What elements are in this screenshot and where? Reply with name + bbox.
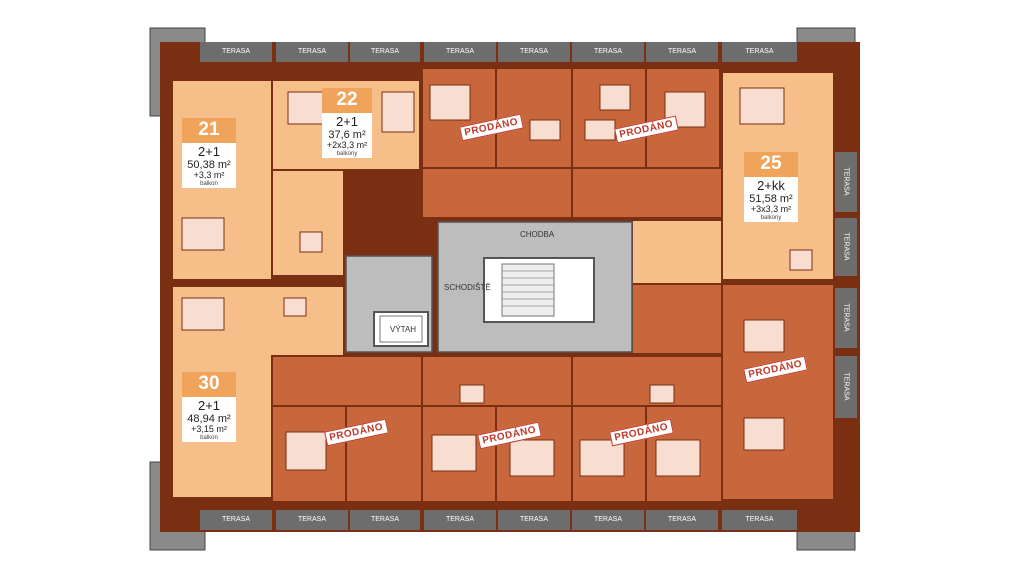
terrace-label: TERASA: [445, 48, 474, 55]
apartment-number: 22: [322, 88, 372, 113]
terrace-label: TERASA: [519, 516, 548, 523]
terrace-label: TERASA: [667, 516, 696, 523]
apartment-card-21[interactable]: 21 2+1 50,38 m² +3,3 m² balkon: [182, 118, 236, 188]
bottom-terraces: [200, 510, 797, 530]
terrace-label: TERASA: [370, 48, 399, 55]
apartment-balcony: +3,3 m²: [193, 170, 225, 181]
sold-units: [271, 67, 835, 503]
stairs-label: SCHODIŠTĚ: [444, 283, 491, 292]
apartment-balcony: +3,15 m²: [191, 424, 227, 435]
apartment-card-22[interactable]: 22 2+1 37,6 m² +2x3,3 m² balkony: [322, 88, 372, 158]
apartment-area: 48,94 m²: [187, 413, 231, 426]
apartment-balcony-label: balkon: [200, 435, 218, 442]
apartment-area: 50,38 m²: [187, 159, 231, 172]
terrace-label: TERASA: [297, 516, 326, 523]
apartment-balcony: +3x3,3 m²: [750, 204, 792, 215]
elevator-label: VÝTAH: [390, 325, 417, 334]
apartment-type: 2+1: [335, 113, 359, 129]
corridor-label: CHODBA: [520, 230, 555, 239]
apartment-card-30[interactable]: 30 2+1 48,94 m² +3,15 m² balkon: [182, 372, 236, 442]
apartment-balcony: +2x3,3 m²: [326, 140, 368, 151]
apartment-number: 25: [744, 152, 798, 177]
apartment-type: 2+kk: [757, 177, 785, 193]
terrace-label: TERASA: [519, 48, 548, 55]
apartment-balcony-label: balkon: [200, 181, 218, 188]
apartment-type: 2+1: [197, 143, 221, 159]
furniture: [181, 84, 813, 477]
terrace-label: TERASA: [667, 48, 696, 55]
terrace-label: TERASA: [842, 167, 850, 196]
apartment-number: 30: [182, 372, 236, 397]
apartment-balcony-label: balkony: [760, 215, 782, 222]
terrace-label: TERASA: [445, 516, 474, 523]
apartment-area: 51,58 m²: [749, 193, 793, 206]
terrace-label: TERASA: [221, 516, 250, 523]
terrace-label: TERASA: [297, 48, 326, 55]
terrace-label: TERASA: [842, 372, 850, 401]
apartment-type: 2+1: [197, 397, 221, 413]
terrace-label: TERASA: [221, 48, 250, 55]
right-terraces: [835, 152, 857, 418]
apartment-card-25[interactable]: 25 2+kk 51,58 m² +3x3,3 m² balkony: [744, 152, 798, 222]
terrace-label: TERASA: [370, 516, 399, 523]
terrace-label: TERASA: [745, 48, 774, 55]
apartment-number: 21: [182, 118, 236, 143]
terrace-label: TERASA: [593, 48, 622, 55]
apartment-area: 37,6 m²: [328, 129, 366, 142]
stair-treads: [502, 270, 554, 307]
terrace-label: TERASA: [842, 232, 850, 261]
apartment-balcony-label: balkony: [336, 151, 358, 158]
terrace-label: TERASA: [593, 516, 622, 523]
terrace-label: TERASA: [745, 516, 774, 523]
top-terraces: [200, 42, 797, 62]
central-core: [345, 221, 633, 353]
terrace-label: TERASA: [842, 303, 850, 332]
